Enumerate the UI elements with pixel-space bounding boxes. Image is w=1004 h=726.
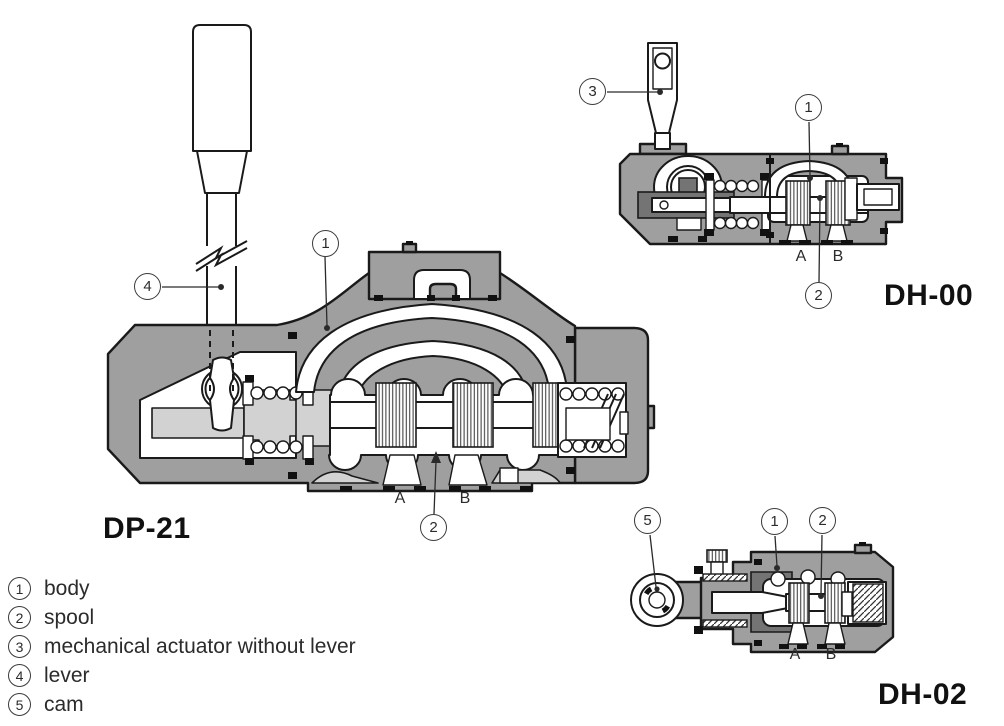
spool-land — [788, 582, 810, 624]
legend-number-badge: 1 — [8, 577, 31, 600]
spring — [852, 583, 884, 623]
valve-label-dh02: DH-02 — [878, 678, 968, 711]
callout-body-dp21: 1 — [312, 230, 339, 257]
legend-number-badge: 4 — [8, 664, 31, 687]
callout-lever-dp21: 4 — [134, 273, 161, 300]
actuator-rod — [711, 591, 789, 614]
spool-land — [785, 180, 811, 226]
callout-cam-dh02: 5 — [634, 507, 661, 534]
legend-item-actuator: 3 mechanical actuator without lever — [8, 632, 356, 661]
port-a-stem — [787, 622, 809, 645]
legend-number-badge: 2 — [8, 606, 31, 629]
spool-land — [375, 382, 417, 448]
callout-spool-dp21: 2 — [420, 514, 447, 541]
legend-item-cam: 5 cam — [8, 690, 356, 719]
dh00-drawing — [618, 42, 904, 246]
callout-spool-dh02: 2 — [809, 507, 836, 534]
port-label-b-dh02: B — [825, 646, 837, 663]
right-spring — [557, 382, 629, 458]
clevis-hole — [654, 52, 671, 70]
legend-item-lever: 4 lever — [8, 661, 356, 690]
spool-land — [452, 382, 494, 448]
legend: 1 body 2 spool 3 mechanical actuator wit… — [8, 574, 356, 719]
callout-body-dh00: 1 — [795, 94, 822, 121]
dh02-drawing — [630, 542, 895, 654]
port-label-a-dh02: A — [789, 646, 801, 663]
legend-item-label: mechanical actuator without lever — [44, 635, 356, 658]
legend-item-label: lever — [44, 664, 90, 687]
callout-actuator-dh00: 3 — [579, 78, 606, 105]
legend-item-label: spool — [44, 606, 95, 629]
port-label-a-dp21: A — [394, 490, 406, 507]
legend-item-label: body — [44, 577, 90, 600]
legend-item-spool: 2 spool — [8, 603, 356, 632]
port-a-stem — [786, 224, 808, 242]
port-a-stem — [382, 454, 422, 486]
port-b-stem — [448, 454, 488, 486]
callout-body-dh02: 1 — [761, 508, 788, 535]
legend-item-body: 1 body — [8, 574, 356, 603]
spool-land — [532, 382, 560, 448]
port-label-b-dp21: B — [459, 490, 471, 507]
legend-number-badge: 3 — [8, 635, 31, 658]
port-b-stem — [826, 224, 848, 242]
callout-spool-dh00: 2 — [805, 282, 832, 309]
valve-label-dh00: DH-00 — [884, 279, 974, 312]
lever-knob — [192, 24, 252, 152]
dp21-drawing — [106, 24, 656, 493]
legend-number-badge: 5 — [8, 693, 31, 716]
port-label-b-dh00: B — [832, 248, 844, 265]
break-symbol — [195, 240, 248, 265]
port-label-a-dh00: A — [795, 248, 807, 265]
valve-label-dp21: DP-21 — [103, 512, 191, 545]
cam-follower — [209, 356, 235, 432]
callout-leaders — [162, 89, 824, 599]
legend-item-label: cam — [44, 693, 84, 716]
lever-taper — [196, 150, 248, 194]
